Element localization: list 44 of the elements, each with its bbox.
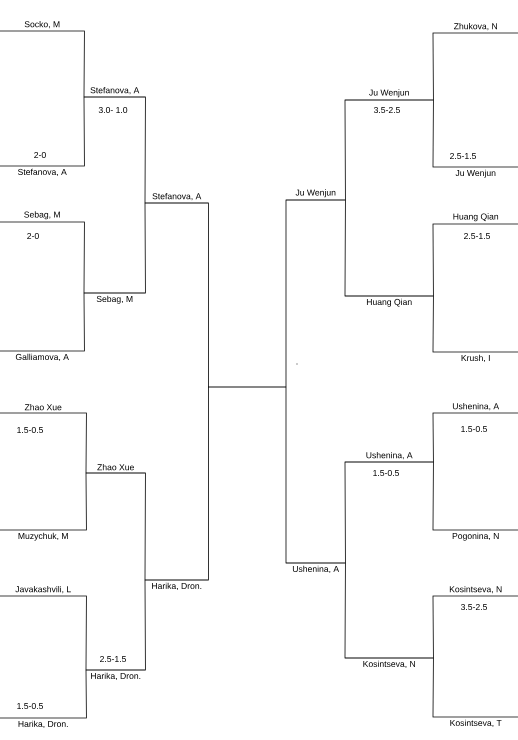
player-name: Ushenina, A	[292, 566, 340, 574]
score-label: 3.5-2.5	[460, 604, 488, 610]
player-name: Kosintseva, N	[363, 660, 415, 668]
player-name: Sebag, M	[96, 296, 132, 304]
player-name: Ushenina, A	[452, 402, 500, 410]
player-name: Zhao Xue	[97, 464, 134, 470]
score-label: 2.5-1.5	[450, 152, 476, 160]
player-name: Stefanova, A	[152, 192, 202, 200]
player-name: Socko, M	[24, 20, 60, 28]
player-name: Zhao Xue	[24, 404, 62, 410]
player-name: Muzychuk, M	[18, 532, 68, 541]
bracket-line	[344, 462, 518, 530]
player-name: Pogonina, N	[452, 532, 499, 541]
player-name: Ju Wenjun	[369, 89, 409, 98]
bracket-line	[344, 658, 518, 718]
score-label: 1.5-0.5	[461, 426, 488, 432]
score-label: 2.5-1.5	[464, 232, 490, 240]
score-label: 1.5-0.5	[373, 470, 400, 476]
score-label: 2-0	[27, 232, 39, 240]
player-name: Zhukova, N	[454, 22, 497, 30]
score-label: 3.0- 1.0	[98, 106, 128, 114]
player-name: Ju Wenjun	[296, 189, 336, 198]
player-name: Huang Qian	[453, 213, 498, 222]
score-label: 1.5-0.5	[17, 702, 44, 710]
player-name: Harika, Dron.	[18, 720, 68, 728]
player-name: Kosintseva, N	[450, 586, 502, 594]
score-label: 3.5-2.5	[374, 106, 400, 114]
player-name: Sebag, M	[24, 211, 60, 220]
bracket-line	[344, 296, 518, 352]
player-name: Harika, Dron.	[91, 672, 140, 680]
bracket-line	[344, 100, 518, 168]
score-label: 1.5-0.5	[17, 426, 44, 434]
player-name: Kosintseva, T	[450, 720, 502, 728]
player-name: Stefanova, A	[18, 168, 67, 176]
score-label: 2.5-1.5	[100, 656, 126, 662]
player-name: Ju Wenjun	[456, 170, 496, 178]
player-name: Ushenina, A	[366, 452, 413, 460]
player-name: Stefanova, A	[90, 86, 140, 94]
score-label: 2-0	[34, 152, 46, 158]
player-name: Galliamova, A	[16, 354, 69, 362]
player-name: Huang Qian	[366, 298, 412, 307]
player-name: Harika, Dron.	[152, 582, 202, 590]
player-name: Krush, I	[462, 354, 490, 362]
player-name: Javakashvili, L	[15, 586, 71, 594]
